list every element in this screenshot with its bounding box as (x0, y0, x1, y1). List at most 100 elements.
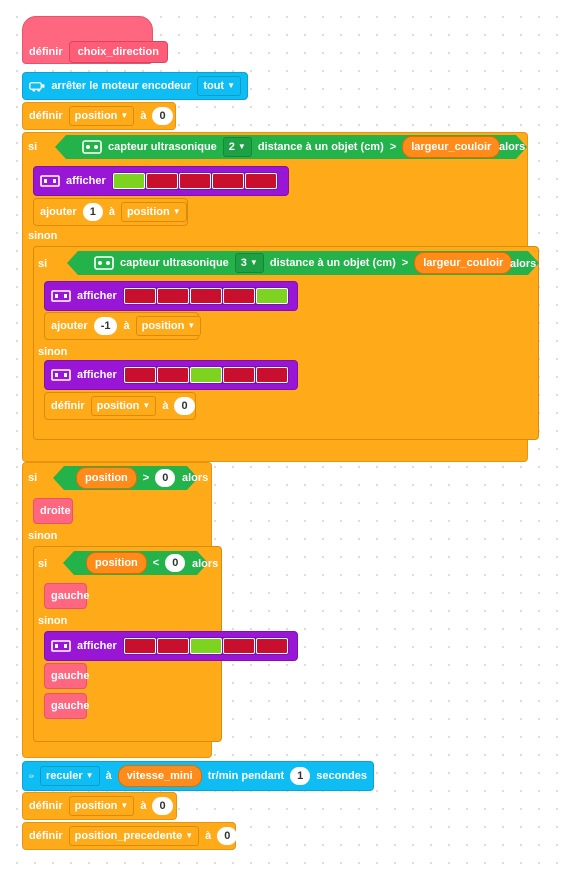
then-keyword: alors (499, 141, 526, 153)
value-input[interactable]: 0 (152, 797, 173, 815)
led-cell (156, 288, 189, 304)
chevron-down-icon: ▼ (237, 142, 246, 151)
turn-left-block[interactable]: gauche (44, 583, 90, 609)
value-input[interactable]: 0 (174, 397, 195, 415)
turn-left-label: gauche (51, 590, 90, 602)
variable-select[interactable]: position▼ (135, 316, 202, 336)
led-pattern[interactable] (122, 366, 289, 384)
led-cell (222, 367, 255, 383)
motor-select[interactable]: tout▼ (197, 76, 241, 96)
led-matrix-icon (40, 175, 60, 187)
to-label: à (123, 320, 130, 332)
display-block[interactable]: afficher (44, 360, 298, 390)
if-keyword: si (38, 558, 48, 570)
port-select[interactable]: 3▼ (234, 253, 264, 273)
led-cell (145, 173, 178, 189)
led-cell (222, 638, 255, 654)
led-cell (178, 173, 211, 189)
operator: > (389, 141, 397, 153)
define-hat-block[interactable]: définir choix_direction (22, 16, 168, 64)
value-input[interactable]: -1 (93, 317, 118, 335)
led-pattern[interactable] (122, 637, 289, 655)
led-cell (189, 367, 222, 383)
procedure-name[interactable]: choix_direction (68, 41, 168, 63)
to-label: à (205, 830, 212, 842)
chevron-down-icon: ▼ (249, 258, 258, 267)
variable-reporter[interactable]: position (86, 552, 147, 574)
condition-compare[interactable]: position > 0 (52, 466, 199, 490)
condition-compare[interactable]: capteur ultrasonique 3▼ distance à un ob… (66, 251, 540, 275)
encoder-motor-icon (29, 774, 34, 778)
led-matrix-icon (51, 640, 71, 652)
to-label: à (162, 400, 169, 412)
variable-select[interactable]: position▼ (120, 202, 187, 222)
variable-reporter[interactable]: vitesse_mini (117, 765, 202, 787)
add-label: ajouter (40, 206, 77, 218)
set-previous-position-block[interactable]: définir position_precedente▼ à 0 (22, 822, 238, 850)
condition-compare[interactable]: capteur ultrasonique 2▼ distance à un ob… (54, 135, 528, 159)
display-label: afficher (66, 175, 106, 187)
set-label: définir (29, 830, 63, 842)
set-position-block[interactable]: définir position▼ à 0 (22, 102, 176, 130)
value-input[interactable]: 0 (165, 554, 186, 572)
led-cell (112, 173, 145, 189)
unit-label: tr/min pendant (207, 770, 285, 782)
operator: > (142, 472, 150, 484)
variable-select[interactable]: position▼ (68, 796, 135, 816)
then-keyword: alors (192, 558, 219, 570)
variable-select[interactable]: position▼ (68, 106, 135, 126)
led-cell (189, 638, 222, 654)
variable-select[interactable]: position_precedente▼ (68, 826, 200, 846)
then-keyword: alors (182, 472, 209, 484)
led-cell (255, 288, 288, 304)
led-matrix-icon (51, 369, 71, 381)
sensor-label: capteur ultrasonique (120, 257, 229, 269)
led-cell (189, 288, 222, 304)
value-input[interactable]: 0 (217, 827, 238, 845)
led-pattern[interactable] (122, 287, 289, 305)
set-position-block[interactable]: définir position▼ à 0 (44, 392, 196, 420)
value-input[interactable]: 0 (155, 469, 176, 487)
stop-motor-block[interactable]: arrêter le moteur encodeur tout▼ (22, 72, 248, 100)
chevron-down-icon: ▼ (172, 207, 181, 216)
direction-select[interactable]: reculer▼ (39, 766, 100, 786)
else-keyword: sinon (38, 615, 68, 627)
variable-select[interactable]: position▼ (90, 396, 157, 416)
led-cell (222, 288, 255, 304)
display-block[interactable]: afficher (44, 281, 298, 311)
led-cell (156, 638, 189, 654)
display-block[interactable]: afficher (44, 631, 298, 661)
port-select[interactable]: 2▼ (222, 137, 252, 157)
sensor-label: capteur ultrasonique (108, 141, 217, 153)
chevron-down-icon: ▼ (85, 771, 94, 780)
turn-left-label: gauche (51, 700, 90, 712)
led-pattern[interactable] (111, 172, 278, 190)
led-cell (156, 367, 189, 383)
chevron-down-icon: ▼ (187, 321, 196, 330)
display-block[interactable]: afficher (33, 166, 289, 196)
value-input[interactable]: 0 (152, 107, 173, 125)
turn-left-block[interactable]: gauche (44, 663, 90, 689)
operator: < (152, 557, 160, 569)
move-backward-block[interactable]: reculer▼ à vitesse_mini tr/min pendant 1… (22, 761, 374, 791)
to-label: à (140, 110, 147, 122)
set-position-block[interactable]: définir position▼ à 0 (22, 792, 177, 820)
value-input[interactable]: 1 (290, 767, 311, 785)
set-label: définir (51, 400, 85, 412)
variable-reporter[interactable]: largeur_couloir (414, 252, 513, 274)
set-label: définir (29, 800, 63, 812)
variable-reporter[interactable]: largeur_couloir (402, 136, 501, 158)
chevron-down-icon: ▼ (120, 801, 129, 810)
turn-right-block[interactable]: droite (33, 498, 73, 524)
to-label: à (108, 206, 115, 218)
value-input[interactable]: 1 (82, 203, 103, 221)
turn-left-block[interactable]: gauche (44, 693, 90, 719)
change-variable-block[interactable]: ajouter -1 à position▼ (44, 312, 202, 340)
ultrasonic-sensor-icon (82, 140, 102, 154)
condition-compare[interactable]: position < 0 (62, 551, 209, 575)
change-variable-block[interactable]: ajouter 1 à position▼ (33, 198, 188, 226)
variable-reporter[interactable]: position (76, 467, 137, 489)
display-label: afficher (77, 369, 117, 381)
led-cell (211, 173, 244, 189)
if-keyword: si (28, 472, 38, 484)
